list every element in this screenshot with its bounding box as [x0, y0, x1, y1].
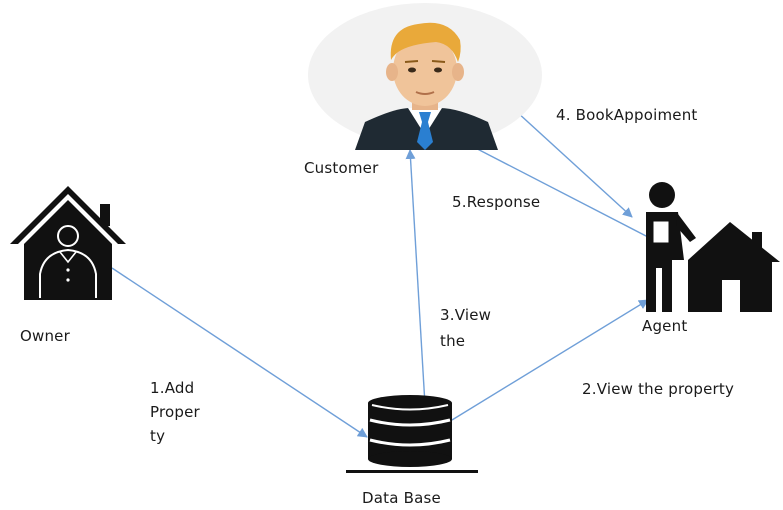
customer-label: Customer — [304, 159, 379, 177]
arrow-book-appointment — [516, 111, 633, 218]
customer-icon — [308, 3, 542, 150]
edge-label-response: 5.Response — [452, 193, 541, 211]
arrow-view-the — [405, 149, 426, 406]
owner-house-icon — [10, 186, 126, 300]
edge-label-add-property: 1.Add Proper ty — [150, 379, 200, 445]
owner-label: Owner — [20, 327, 70, 345]
arrow-response — [459, 139, 649, 238]
arrow-view-property — [451, 299, 649, 421]
edge-label-view-the: 3.View the — [440, 306, 492, 350]
database-icon — [346, 395, 478, 473]
arrow-add-property — [111, 267, 368, 438]
edge-label-view-property: 2.View the property — [582, 380, 735, 398]
agent-label: Agent — [642, 317, 688, 335]
agent-icon — [646, 182, 780, 312]
edge-label-book-appointment: 4. BookAppoiment — [556, 106, 698, 124]
arrows — [111, 111, 649, 438]
database-label: Data Base — [362, 489, 441, 507]
